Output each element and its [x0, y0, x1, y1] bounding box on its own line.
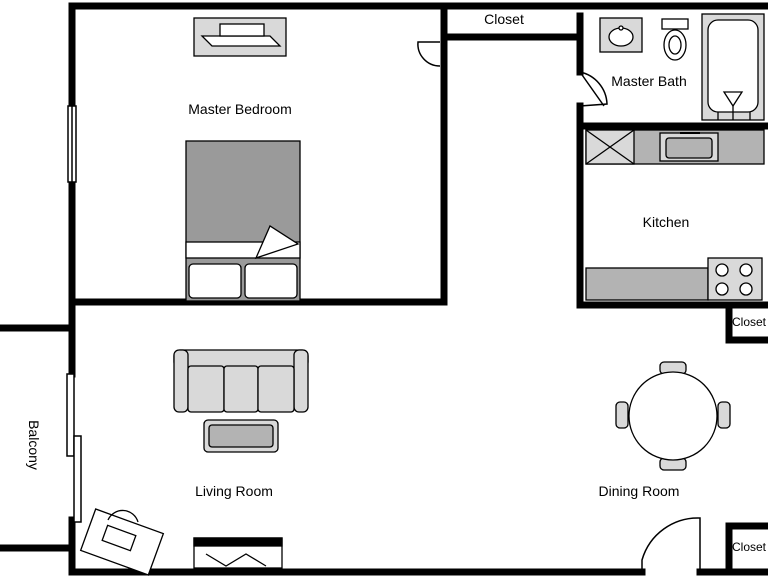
- label-kitchen: Kitchen: [642, 214, 690, 230]
- pillow-left: [188, 263, 242, 299]
- stove: [707, 257, 763, 301]
- bedroom-closet-door-swing: [417, 41, 441, 67]
- bath-door-swing: [579, 71, 608, 107]
- burner-4: [739, 282, 753, 296]
- bedroom-furniture: [185, 17, 301, 302]
- balcony-door-upper: [66, 373, 75, 457]
- chair-left: [615, 401, 629, 429]
- desk-chair-arc: [107, 509, 139, 523]
- sofa-arm-right: [293, 349, 309, 413]
- toilet-tank: [661, 18, 689, 30]
- sofa-cushion-2: [223, 365, 259, 413]
- kitchen-counter-bottom: [585, 267, 709, 301]
- burner-2: [739, 263, 753, 277]
- label-balcony: Balcony: [26, 420, 42, 470]
- label-living-room: Living Room: [195, 483, 273, 499]
- label-closet-kitchen: Closet: [731, 315, 767, 329]
- tub-drain: [722, 91, 744, 108]
- faucet: [618, 25, 624, 31]
- living-furniture: [79, 349, 309, 576]
- burner-3: [715, 282, 729, 296]
- label-closet-top: Closet: [484, 11, 524, 27]
- balcony-door-lower: [73, 435, 82, 523]
- desk-chair: [101, 524, 137, 552]
- label-master-bath: Master Bath: [611, 73, 687, 89]
- dining-furniture: [615, 361, 731, 471]
- sofa-cushion-3: [257, 365, 295, 413]
- sofa-cushion-1: [187, 365, 225, 413]
- tv-stand-detail: [205, 553, 267, 567]
- doors: [417, 41, 701, 572]
- burner-1: [715, 263, 729, 277]
- sofa-back: [173, 349, 309, 369]
- dresser-item-top: [219, 23, 265, 37]
- sink-basin: [608, 27, 634, 47]
- bed-sheet-fold: [254, 225, 300, 260]
- label-master-bedroom: Master Bedroom: [188, 101, 292, 117]
- kitchen-fixtures: [585, 129, 765, 301]
- dining-table: [628, 371, 718, 461]
- windows: [66, 105, 82, 523]
- chair-right: [717, 401, 731, 429]
- kitchen-sink-basin: [665, 137, 713, 159]
- tv-stand-top: [193, 537, 283, 547]
- fridge-mark-2: [585, 129, 635, 165]
- label-closet-bottom: Closet: [731, 540, 767, 554]
- dresser-item: [200, 35, 282, 47]
- entry-door-swing: [641, 517, 701, 572]
- label-dining-room: Dining Room: [598, 483, 680, 499]
- coffee-table-top: [208, 424, 274, 448]
- bath-fixtures: [599, 13, 765, 121]
- pillow-right: [244, 263, 298, 299]
- toilet-seat: [668, 35, 682, 55]
- sofa-arm-left: [173, 349, 189, 413]
